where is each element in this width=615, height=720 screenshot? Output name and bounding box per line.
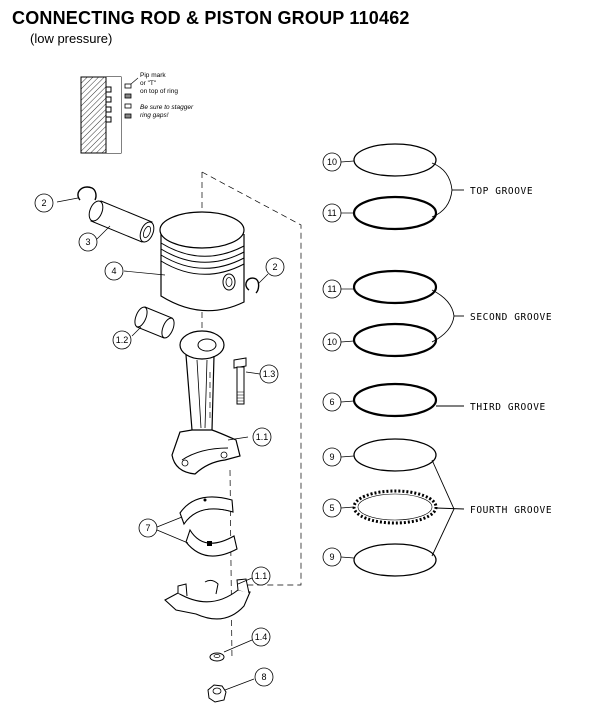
svg-text:1.4: 1.4 <box>255 632 268 642</box>
callout-piston: 4 <box>104 261 124 281</box>
rod-cap <box>164 577 253 620</box>
svg-text:4: 4 <box>111 266 116 276</box>
svg-text:7: 7 <box>145 523 150 533</box>
piston <box>123 211 245 312</box>
svg-text:10: 10 <box>327 157 337 167</box>
svg-text:5: 5 <box>329 503 334 513</box>
piston-rings <box>352 143 438 577</box>
third-groove-label: THIRD GROOVE <box>470 402 546 413</box>
page-subtitle: (low pressure) <box>30 31 113 46</box>
ring-fourth-2 <box>353 543 437 577</box>
ring-second-1 <box>352 269 438 305</box>
ring-second-2 <box>352 322 438 358</box>
callout-retainer-right: 2 <box>265 257 285 277</box>
rod-bolt <box>233 357 261 405</box>
pip-mark-note-2: or "T" <box>140 80 157 87</box>
callout-washer: 1.4 <box>251 627 271 647</box>
connecting-rod <box>171 330 249 475</box>
piston-pin <box>88 200 155 243</box>
ring-top-1 <box>353 143 437 177</box>
svg-text:1.2: 1.2 <box>116 335 129 345</box>
svg-text:8: 8 <box>261 672 266 682</box>
callout-nut: 8 <box>254 667 274 687</box>
stagger-note-2: ring gaps! <box>140 112 169 119</box>
callout-cap: 1.1 <box>251 566 271 586</box>
svg-text:11: 11 <box>327 208 336 218</box>
pip-mark-note-3: on top of ring <box>140 88 178 95</box>
ring-fourth-1 <box>353 438 437 472</box>
retainer-ring-left <box>56 186 97 203</box>
rod-bushing <box>131 306 175 339</box>
top-groove-label: TOP GROOVE <box>470 186 533 197</box>
svg-text:10: 10 <box>327 337 337 347</box>
callout-retainer-left: 2 <box>34 193 54 213</box>
svg-text:2: 2 <box>41 198 46 208</box>
nut <box>207 678 255 703</box>
ring-top-2 <box>352 195 438 231</box>
fourth-groove-label: FOURTH GROOVE <box>470 505 552 516</box>
svg-text:9: 9 <box>329 552 334 562</box>
svg-text:1.1: 1.1 <box>255 571 268 581</box>
callout-bearings: 7 <box>138 518 158 538</box>
bearing-halves <box>156 496 238 557</box>
callout-bushing: 1.2 <box>112 330 132 350</box>
ring-callouts: 10 11 11 10 6 9 5 9 <box>322 152 355 567</box>
groove-brackets <box>431 162 465 557</box>
callout-bolt: 1.3 <box>259 364 279 384</box>
ring-fourth-expander <box>352 489 438 525</box>
svg-text:3: 3 <box>85 237 90 247</box>
svg-text:11: 11 <box>327 284 336 294</box>
svg-text:6: 6 <box>329 397 334 407</box>
second-groove-label: SECOND GROOVE <box>470 312 552 323</box>
ring-third <box>352 382 438 418</box>
page-title: CONNECTING ROD & PISTON GROUP 110462 <box>12 8 410 28</box>
washer <box>209 639 253 662</box>
pip-mark-note-1: Pip mark <box>140 72 166 79</box>
svg-text:1.1: 1.1 <box>256 432 269 442</box>
svg-text:1.3: 1.3 <box>263 369 276 379</box>
svg-text:9: 9 <box>329 452 334 462</box>
callout-rod: 1.1 <box>252 427 272 447</box>
stagger-note-1: Be sure to stagger <box>140 104 194 111</box>
svg-text:2: 2 <box>272 262 277 272</box>
ring-orientation-inset: Pip mark or "T" on top of ring Be sure t… <box>80 72 194 154</box>
callout-piston-pin: 3 <box>78 232 98 252</box>
retainer-ring-right <box>245 273 269 294</box>
